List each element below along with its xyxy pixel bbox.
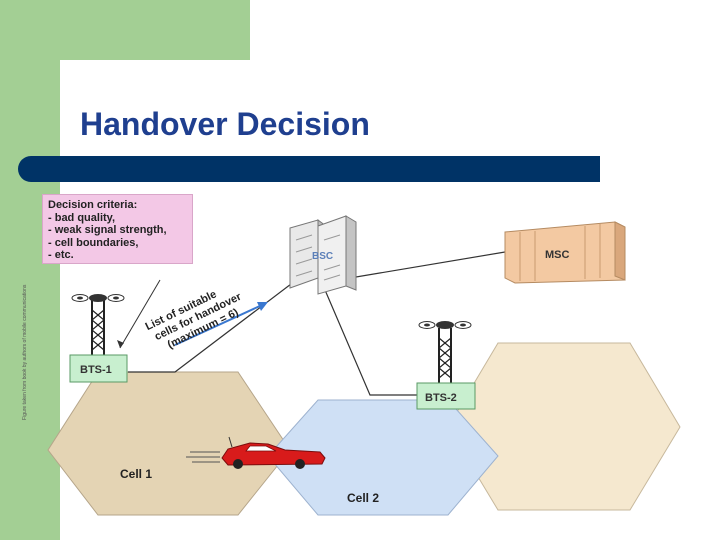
slide-title: Handover Decision bbox=[80, 106, 370, 142]
title-underline-bar bbox=[18, 156, 600, 182]
list-note: List of suitable cells for handover (max… bbox=[144, 278, 252, 357]
top-green-band bbox=[60, 0, 250, 60]
criteria-item: - cell boundaries, bbox=[48, 236, 139, 249]
cell-1-label: Cell 1 bbox=[120, 467, 152, 481]
decision-criteria-box: Decision criteria: - bad quality, - weak… bbox=[42, 194, 193, 264]
bsc-bts2-link bbox=[324, 289, 420, 396]
cell-1-hexagon bbox=[47, 371, 291, 516]
criteria-arrow bbox=[119, 279, 161, 349]
list-arrow bbox=[174, 304, 263, 346]
car-icon bbox=[186, 436, 326, 469]
cell-2-label: Cell 2 bbox=[347, 491, 379, 505]
bts2-antenna-icon bbox=[418, 321, 472, 383]
criteria-item: - etc. bbox=[48, 249, 74, 261]
list-arrowhead bbox=[257, 302, 268, 311]
msc-label: MSC bbox=[545, 249, 570, 261]
criteria-item: - bad quality, bbox=[48, 211, 116, 224]
bsc-cabinet bbox=[289, 215, 357, 295]
handover-diagram: List of suitable cells for handover (max… bbox=[30, 185, 700, 520]
bsc-msc-link bbox=[349, 251, 506, 279]
side-credit: Figure taken from book by authors of mob… bbox=[22, 284, 28, 420]
criteria-arrowhead bbox=[117, 340, 124, 348]
bts1-antenna-icon bbox=[71, 294, 125, 355]
bts2-label: BTS-2 bbox=[425, 392, 457, 404]
bts1-box bbox=[69, 354, 128, 383]
cell-3-hexagon bbox=[447, 342, 681, 511]
bts1-bsc-link bbox=[128, 261, 321, 373]
bsc-label: BSC bbox=[312, 251, 333, 262]
bts1-label: BTS-1 bbox=[80, 364, 112, 376]
criteria-heading: Decision criteria: bbox=[48, 199, 138, 211]
bts2-box bbox=[416, 382, 476, 410]
criteria-item: - weak signal strength, bbox=[48, 224, 167, 236]
msc-cabinet bbox=[504, 221, 626, 284]
